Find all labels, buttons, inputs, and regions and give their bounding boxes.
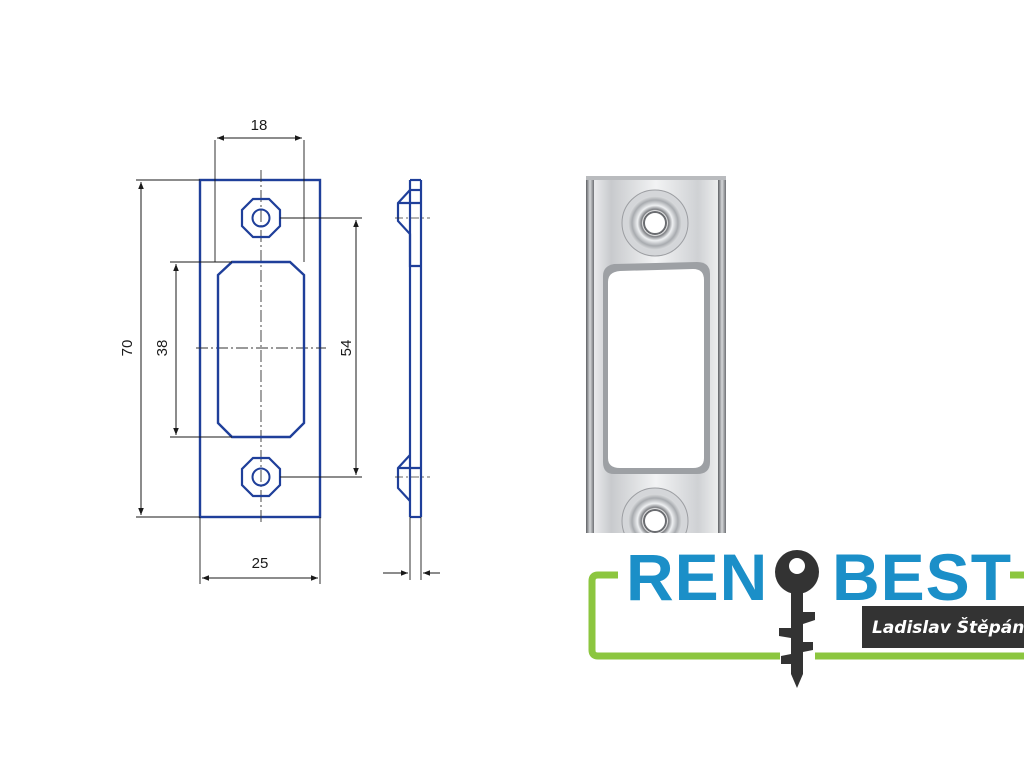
dimension-18: 18 — [214, 117, 305, 262]
technical-drawing: 18 70 38 54 25 — [119, 117, 440, 584]
logo-text-ren: REN — [626, 540, 768, 614]
dimension-38: 38 — [154, 261, 232, 438]
owner-name-badge — [862, 606, 1024, 648]
product-photo — [586, 176, 726, 556]
dim-label-54: 54 — [338, 340, 355, 357]
dim-label-70: 70 — [119, 340, 136, 357]
logo-green-frame — [588, 571, 780, 660]
side-profile — [396, 178, 423, 519]
screw-hole-bottom — [240, 456, 282, 498]
owner-name: Ladislav Štěpán — [872, 616, 1024, 638]
plate-outline — [198, 178, 322, 519]
latch-opening — [216, 260, 306, 439]
dim-label-18: 18 — [251, 117, 268, 134]
renobest-logo: REN BEST Ladislav Štěpán — [580, 533, 1024, 688]
logo-text-best: BEST — [832, 540, 1012, 614]
dimension-70: 70 — [119, 179, 200, 518]
photo-screw-hole-top — [621, 189, 689, 257]
dimension-thickness — [383, 517, 440, 580]
key-icon — [775, 550, 819, 688]
dimension-54: 54 — [280, 217, 362, 478]
dimension-25: 25 — [199, 517, 321, 584]
dim-label-38: 38 — [154, 340, 171, 357]
dim-label-25: 25 — [252, 555, 269, 572]
screw-hole-top — [240, 197, 282, 239]
